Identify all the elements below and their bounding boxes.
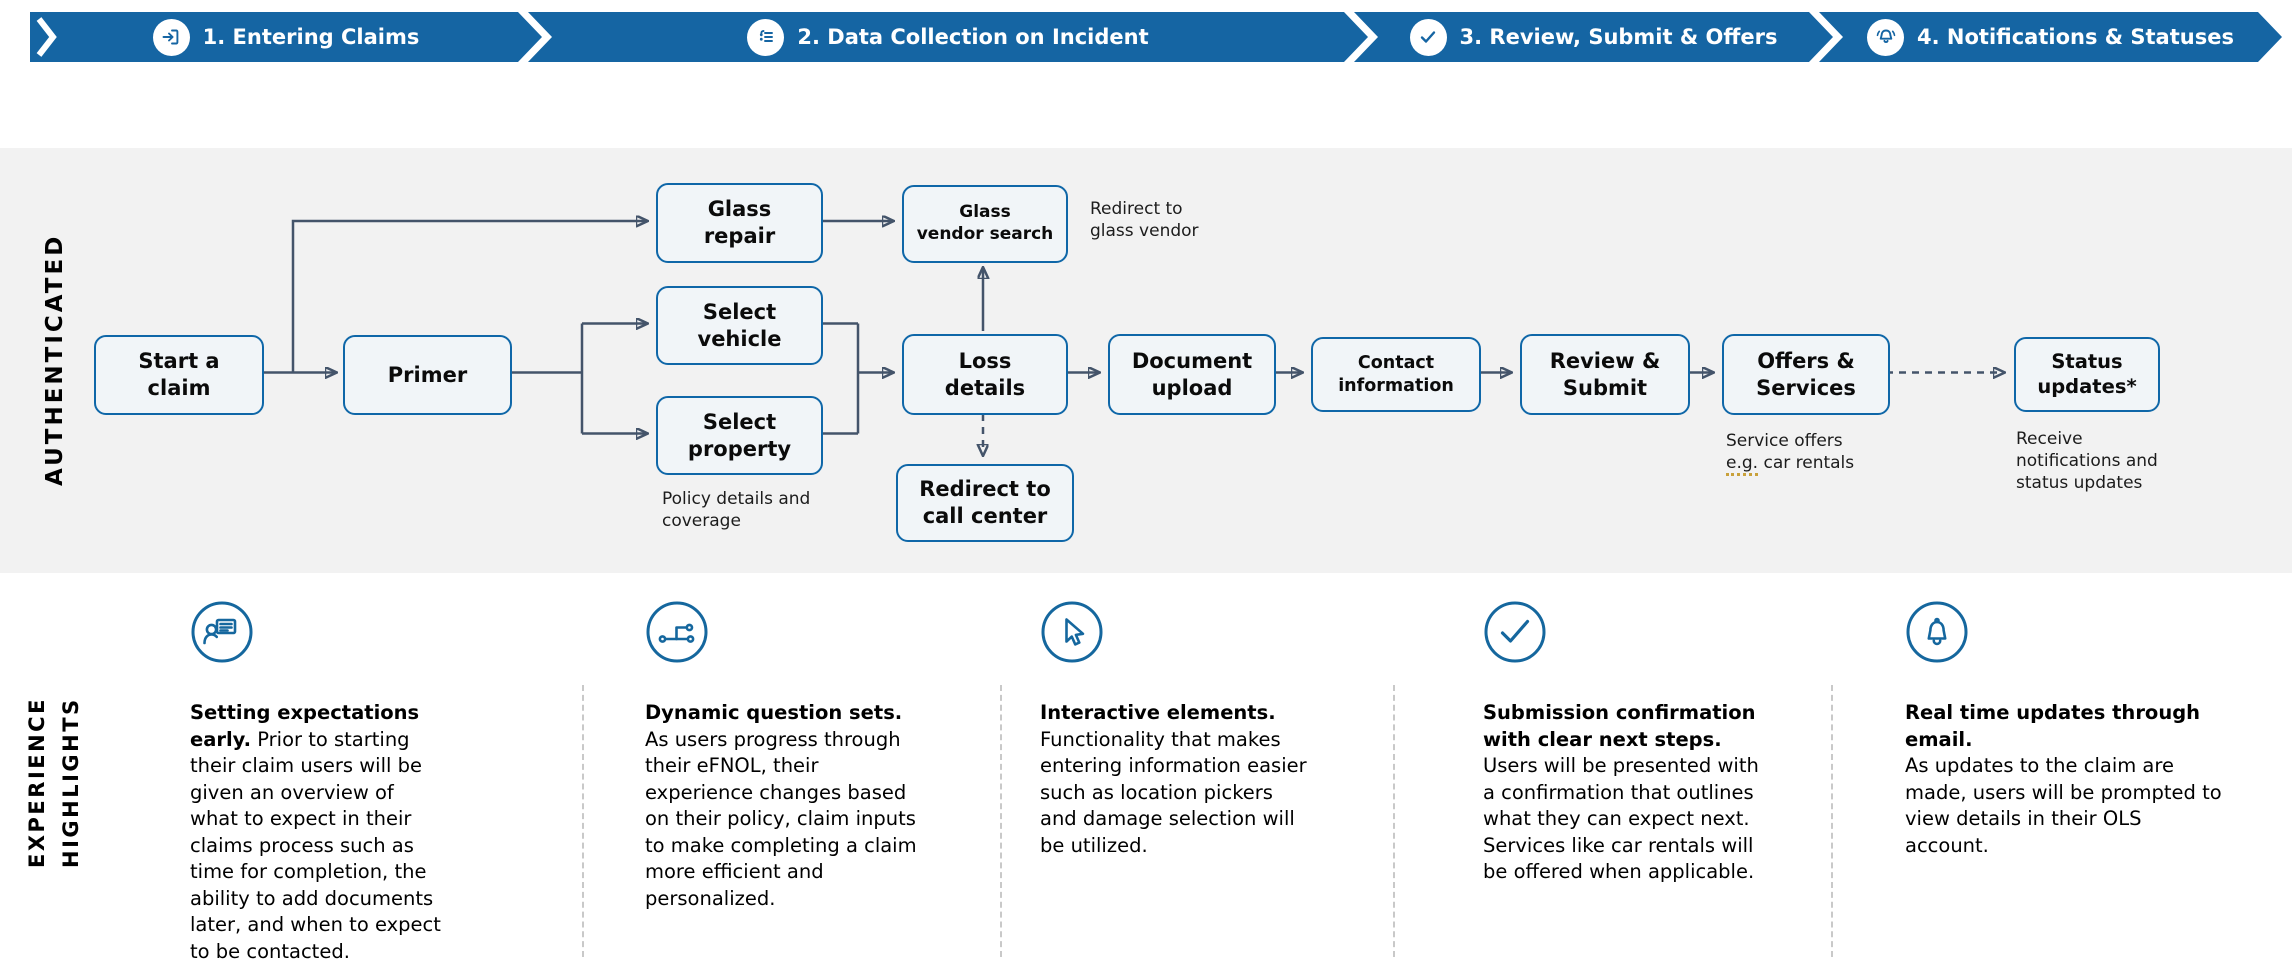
flow-node-status-updates: Status updates* [2014, 337, 2160, 412]
experience-highlights-label: EXPERIENCE HIGHLIGHTS [24, 697, 83, 868]
highlight-interactive-elements: Interactive elements. Functionality that… [1040, 600, 1308, 859]
phase-label: 2. Data Collection on Incident [797, 25, 1149, 49]
cursor-icon [1040, 600, 1308, 668]
flow-node-primer: Primer [343, 335, 512, 415]
highlight-submission-confirmation: Submission confirmation with clear next … [1483, 600, 1761, 886]
swimlane-label: AUTHENTICATED [42, 233, 68, 487]
ringing-bell-icon [1867, 19, 1904, 56]
person-message-icon [190, 600, 442, 668]
column-divider [1831, 685, 1833, 957]
flow-node-offers-services: Offers & Services [1722, 334, 1890, 415]
bell-icon [1905, 600, 2227, 668]
highlight-text: Real time updates through email.As updat… [1905, 701, 2222, 857]
phase-label: 4. Notifications & Statuses [1917, 25, 2234, 49]
login-icon [153, 19, 190, 56]
flow-node-select-property: Select property [656, 396, 823, 475]
eg-spellcheck-underline: e.g. [1726, 453, 1759, 476]
highlight-dynamic-questions: Dynamic question sets. As users progress… [645, 600, 917, 912]
column-divider [1393, 685, 1395, 957]
highlight-text: Submission confirmation with clear next … [1483, 701, 1759, 883]
highlight-text: Interactive elements. Functionality that… [1040, 701, 1307, 857]
flow-node-document-upload: Document upload [1108, 334, 1276, 415]
phase-label: 1. Entering Claims [202, 25, 420, 49]
phase-banner-data-collection: 2. Data Collection on Incident [528, 12, 1368, 62]
flow-node-start-a-claim: Start a claim [94, 335, 264, 415]
flow-node-glass-repair: Glass repair [656, 183, 823, 263]
flow-node-redirect-call-center: Redirect to call center [896, 464, 1074, 542]
highlight-text: Dynamic question sets. As users progress… [645, 701, 917, 910]
check-circle-icon [1483, 600, 1761, 668]
form-list-icon [747, 19, 784, 56]
phase-banner-entering-claims: 1. Entering Claims [30, 12, 542, 62]
caption-redirect-glass-vendor: Redirect to glass vendor [1090, 199, 1199, 241]
chevron-right-icon [36, 15, 58, 59]
column-divider [582, 685, 584, 957]
flow-node-loss-details: Loss details [902, 334, 1068, 415]
flow-node-select-vehicle: Select vehicle [656, 286, 823, 365]
phase-label: 3. Review, Submit & Offers [1459, 25, 1778, 49]
highlight-text: Setting expectations early. Prior to sta… [190, 701, 441, 963]
highlight-real-time-updates: Real time updates through email.As updat… [1905, 600, 2227, 859]
flow-node-glass-vendor-search: Glass vendor search [902, 185, 1068, 263]
check-icon [1410, 19, 1447, 56]
phase-banner-review-submit-offers: 3. Review, Submit & Offers [1354, 12, 1833, 62]
highlight-setting-expectations: Setting expectations early. Prior to sta… [190, 600, 442, 965]
caption-policy-details: Policy details and coverage [662, 489, 811, 531]
branch-path-icon [645, 600, 917, 668]
column-divider [1000, 685, 1002, 957]
flow-node-review-submit: Review & Submit [1520, 334, 1690, 415]
caption-receive-notifications: Receive notifications and status updates [2016, 429, 2158, 493]
flow-node-contact-information: Contact information [1311, 337, 1481, 412]
phase-banner-notifications-statuses: 4. Notifications & Statuses [1819, 12, 2282, 62]
